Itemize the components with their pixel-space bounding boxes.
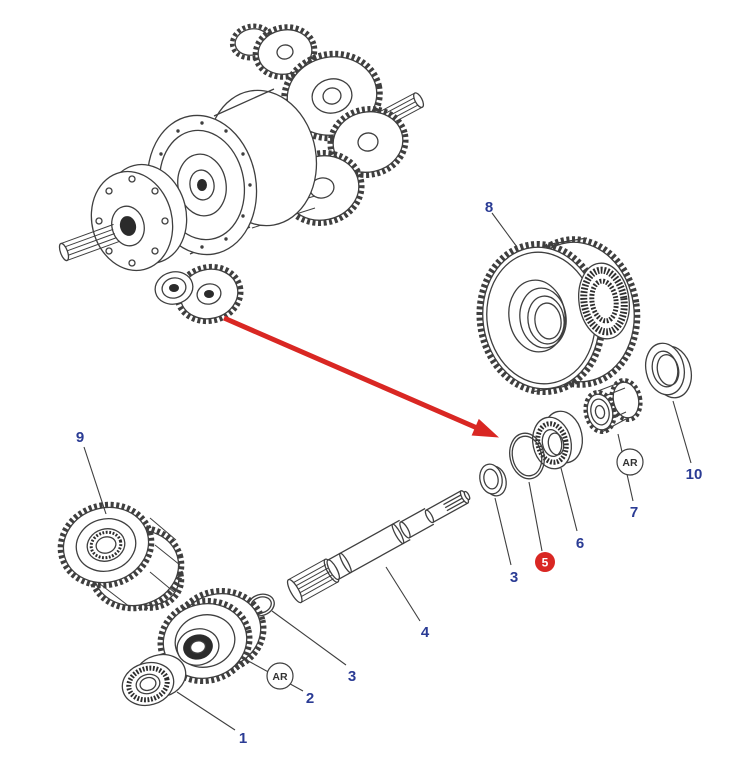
part-label-5-badge[interactable]: 5 [535,552,555,572]
part-label-4[interactable]: 4 [421,624,430,641]
part-label-9[interactable]: 9 [76,429,84,446]
part-label-6[interactable]: 6 [576,535,584,552]
hub-9-drawing [57,501,185,612]
gear-2-drawing [157,587,267,685]
ar-circle [266,662,294,690]
ar-badge-part-7: AR [616,448,644,476]
washer-3-right-drawing [479,463,507,497]
ar-label: AR [272,671,288,683]
part-label-5[interactable]: 5 [542,556,549,570]
splined-hub-7-drawing [583,377,643,435]
assembled-gearbox-drawing [58,23,425,325]
ar-label: AR [622,457,638,469]
part-label-2[interactable]: 2 [306,690,314,707]
part-label-10[interactable]: 10 [686,466,703,483]
part-label-7[interactable]: 7 [630,504,638,521]
callout-arrow [223,315,499,438]
part-label-8[interactable]: 8 [485,199,493,216]
highlight-circle[interactable] [535,552,555,572]
flange-bolt-holes [95,175,169,267]
part-label-3-left[interactable]: 3 [348,668,356,685]
gear-8-splined-boss [578,262,630,340]
bearing-1-drawing [121,653,187,707]
leader-lines [83,212,692,731]
shaft-4-drawing [286,490,471,604]
ring-5-drawing [509,432,545,480]
part-label-3-right[interactable]: 3 [510,569,518,586]
gear-8-drawing [476,236,641,396]
output-shaft-stub [58,223,120,262]
part-number-labels: 1 2 3 4 3 6 7 8 9 10 [76,199,703,747]
bearing-6-drawing [531,410,584,470]
ar-badge-part-2: AR [266,662,294,690]
ar-circle [616,448,644,476]
bearing-race-10-drawing [644,342,693,399]
part-label-1[interactable]: 1 [239,730,247,747]
